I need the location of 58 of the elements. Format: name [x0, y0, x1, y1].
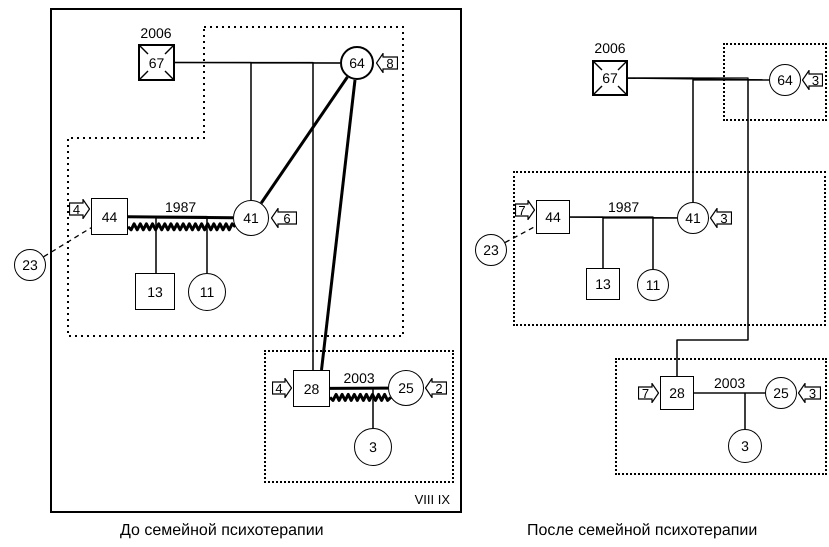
edge-label: 2003 [714, 376, 746, 391]
female-symbol: 11 [188, 273, 226, 311]
thick-line [320, 80, 356, 370]
connector-line [652, 217, 677, 269]
score-tag: 7 [515, 200, 535, 220]
conflict-line [328, 386, 392, 402]
female-symbol: 23 [475, 234, 507, 266]
conflict-line [126, 215, 237, 232]
male-symbol: 13 [135, 273, 175, 310]
household-boundary [723, 43, 827, 121]
stage-label: VIII IX [414, 492, 450, 507]
connector-line [744, 392, 765, 429]
direction-arrow: 3 [710, 208, 732, 228]
male-symbol: 28 [660, 376, 694, 410]
dashed-line [43, 227, 92, 258]
female-symbol: 25 [765, 377, 797, 409]
dashed-line [504, 225, 536, 244]
connector-line [676, 79, 769, 376]
direction-arrow: 8 [376, 53, 398, 73]
direction-arrow: 4 [272, 378, 292, 398]
panel-caption: До семейной психотерапии [120, 522, 324, 540]
male-symbol: 44 [91, 198, 128, 235]
female-symbol: 41 [233, 200, 269, 236]
household-boundary [513, 171, 826, 326]
female-symbol: 41 [677, 202, 709, 234]
household-boundary [264, 350, 454, 483]
direction-arrow: 3 [798, 383, 821, 403]
female-symbol: 3 [728, 429, 762, 463]
deceased-male-symbol: 67 [592, 60, 628, 96]
connector-line [206, 217, 233, 273]
connector-line [312, 62, 340, 370]
male-symbol: 44 [536, 200, 570, 234]
score-tag: 4 [69, 199, 90, 219]
female-symbol: 11 [637, 269, 669, 301]
direction-arrow: 7 [638, 383, 659, 403]
thick-line [260, 76, 349, 204]
edge-label: 1987 [608, 200, 640, 216]
direction-arrow: 3 [802, 70, 823, 90]
female-symbol: 3 [354, 428, 392, 466]
year-label: 2006 [139, 25, 173, 41]
household-boundary [615, 358, 827, 475]
direction-arrow: 6 [271, 208, 297, 228]
panel-frame [50, 8, 462, 513]
connector-line [628, 78, 769, 80]
male-symbol: 28 [293, 370, 330, 407]
female-symbol: 64 [340, 46, 374, 80]
connector-line [372, 387, 388, 428]
male-symbol: 13 [586, 268, 620, 300]
edge-label: 2003 [344, 371, 375, 386]
female-symbol: 25 [388, 370, 424, 406]
edge-label: 1987 [165, 200, 196, 215]
panel-caption: После семейной психотерапии [527, 522, 758, 540]
female-symbol: 64 [769, 64, 801, 96]
year-label: 2006 [593, 40, 627, 56]
female-symbol: 23 [14, 249, 46, 281]
connector-line [570, 216, 677, 219]
direction-arrow: 2 [425, 378, 447, 398]
deceased-male-symbol: 67 [138, 44, 175, 81]
